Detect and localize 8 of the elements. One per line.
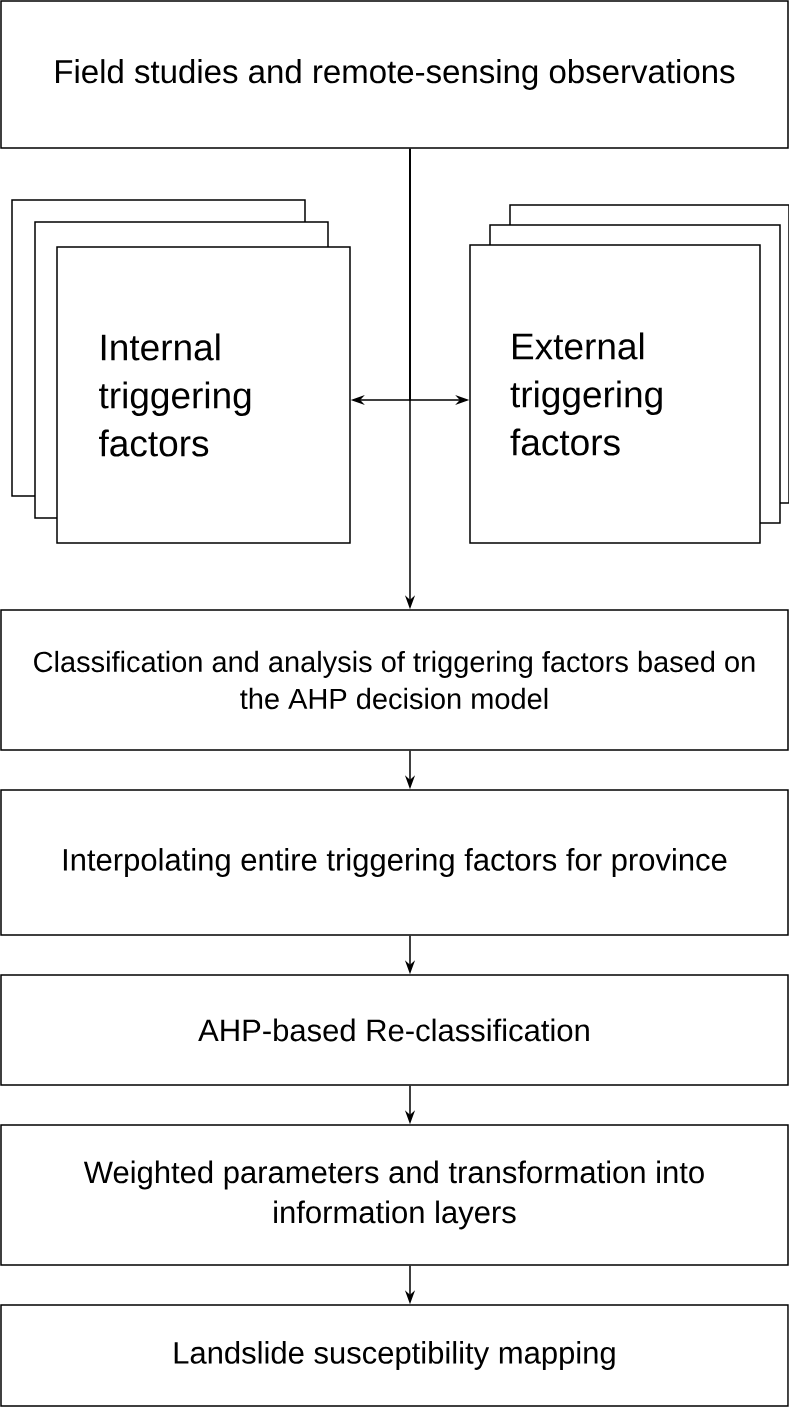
process-box: AHP-based Re-classification <box>0 974 789 1086</box>
process-box: Classification and analysis of triggering factors based on the AHP decision model <box>0 609 789 751</box>
card-box: External triggering factors <box>469 244 761 544</box>
card-box: Internal triggering factors <box>56 246 351 544</box>
process-box: Interpolating entire triggering factors for province <box>0 789 789 936</box>
process-box: Weighted parameters and transformation into information layers <box>0 1124 789 1266</box>
process-box: Landslide susceptibility mapping <box>0 1304 789 1407</box>
process-box: Field studies and remote-sensing observations <box>0 0 789 149</box>
